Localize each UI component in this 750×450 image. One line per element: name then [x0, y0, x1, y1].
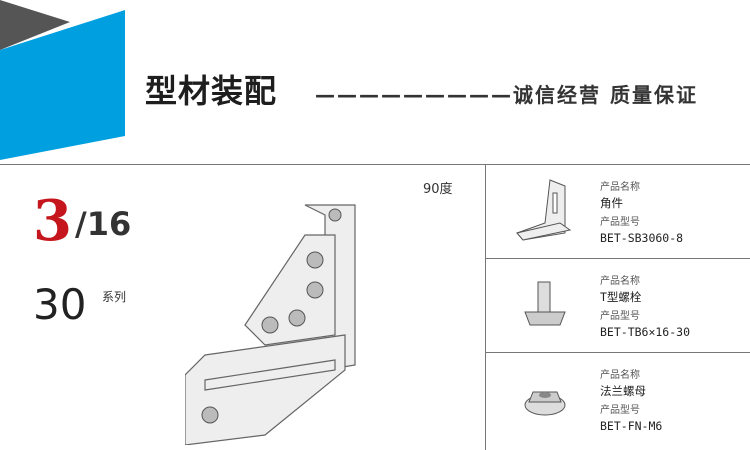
name-label: 产品名称 [600, 370, 640, 381]
name-label: 产品名称 [600, 182, 640, 193]
product-image-t-bolt [520, 280, 570, 339]
product-name: 角件 [600, 196, 623, 210]
model-label: 产品型号 [600, 310, 640, 322]
product-info: 产品名称 T型螺栓 产品型号 BET-TB6×16-30 [600, 277, 690, 346]
series-label: 系列 [102, 290, 127, 304]
flange-nut-icon [524, 391, 566, 416]
product-model: BET-TB6×16-30 [600, 324, 691, 339]
series-number: 30 [33, 280, 87, 329]
divider [485, 258, 750, 259]
product-info: 产品名称 角件 产品型号 BET-SB3060-8 [600, 183, 683, 252]
product-info: 产品名称 法兰螺母 产品型号 BET-FN-M6 [600, 371, 662, 440]
header-banner-graphic [0, 0, 125, 160]
corner-bracket-icon [516, 179, 572, 241]
divider [485, 352, 750, 353]
product-name: 法兰螺母 [600, 384, 646, 398]
product-model: BET-FN-M6 [600, 418, 663, 433]
assembly-illustration [185, 204, 356, 445]
page-total: /16 [75, 205, 132, 243]
product-image-corner-bracket [515, 178, 575, 252]
slogan: —————————诚信经营 质量保证 [315, 83, 698, 107]
model-label: 产品型号 [600, 216, 640, 228]
name-label: 产品名称 [600, 276, 640, 287]
angle-label: 90度 [423, 182, 453, 197]
page-title: 型材装配 [145, 72, 278, 110]
t-bolt-icon [524, 281, 566, 326]
divider [0, 164, 750, 165]
model-label: 产品型号 [600, 404, 640, 416]
divider [485, 164, 486, 450]
product-image-flange-nut [523, 380, 568, 424]
page-index: 3 [33, 188, 72, 254]
product-model: BET-SB3060-8 [600, 230, 684, 245]
product-name: T型螺栓 [600, 290, 642, 304]
